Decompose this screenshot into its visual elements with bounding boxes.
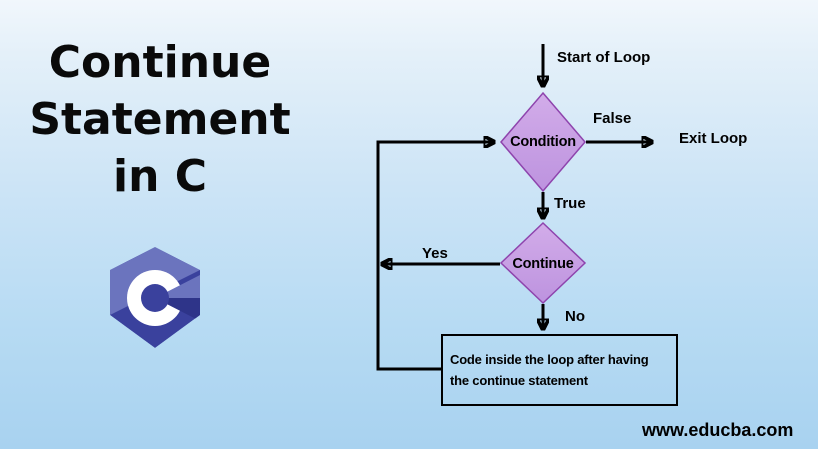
logo-letter-c-counter [141, 284, 169, 312]
start-of-loop-label: Start of Loop [557, 49, 651, 66]
loopback-connector [376, 142, 492, 371]
c-language-logo-icon [110, 247, 200, 348]
process-box: Code inside the loop after having the co… [441, 334, 678, 406]
continue-diamond [499, 221, 587, 305]
condition-diamond [500, 91, 586, 193]
process-box-text: Code inside the loop after having the co… [450, 352, 649, 388]
condition-node-label: Condition [510, 134, 576, 150]
continue-node-label: Continue [512, 256, 574, 272]
exit-loop-label: Exit Loop [679, 130, 748, 147]
true-branch-label: True [554, 195, 586, 212]
yes-branch-label: Yes [422, 245, 448, 262]
false-branch-label: False [593, 110, 632, 127]
page-title: Continue Statement in C [29, 37, 291, 202]
website-watermark: www.educba.com [642, 420, 794, 440]
no-branch-label: No [565, 308, 585, 325]
